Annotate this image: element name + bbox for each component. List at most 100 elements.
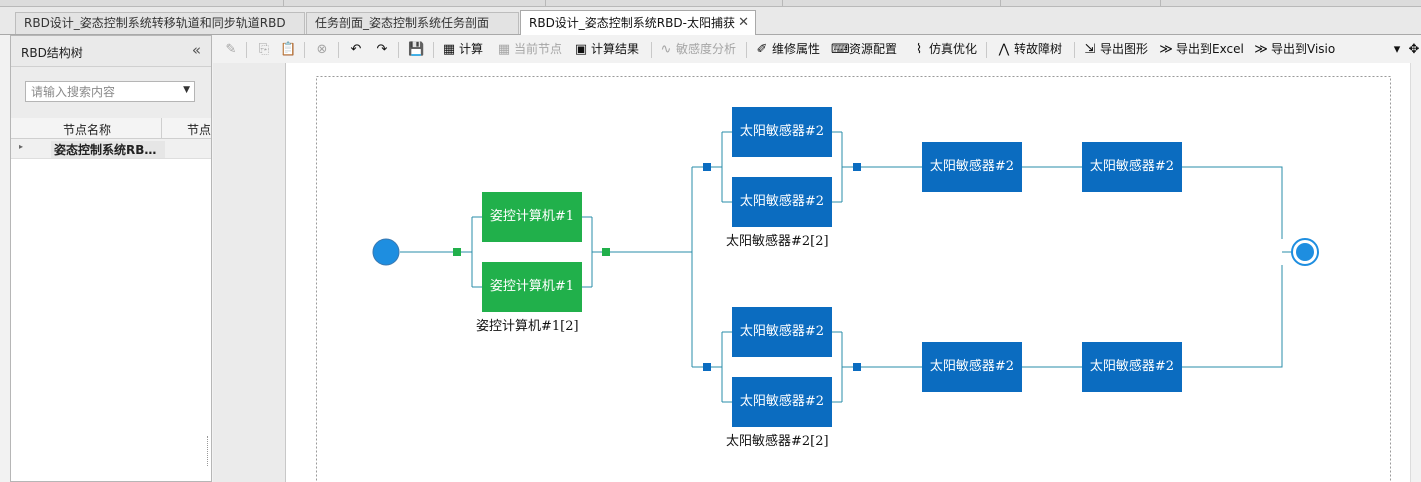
export-image-icon: ⇲ (1084, 42, 1096, 57)
redo-button[interactable]: ↷ (374, 40, 392, 58)
tab-label: RBD设计_姿态控制系统转移轨道和同步轨道RBD (24, 16, 286, 30)
search-area: ▼ (11, 67, 211, 119)
search-combobox[interactable]: ▼ (25, 81, 195, 102)
toolbar-separator (986, 42, 987, 58)
junction-node[interactable] (453, 248, 461, 256)
settings-button[interactable]: ✥ (1406, 40, 1421, 58)
undo-icon: ↶ (350, 42, 362, 57)
panel-header: RBD结构树 « (11, 36, 211, 67)
block-sun-sensor-lower-a[interactable]: 太阳敏感器#2 (732, 307, 832, 357)
strip-divider (1160, 0, 1161, 6)
column-header-node[interactable]: 节点 (187, 123, 212, 137)
connector-line (721, 331, 732, 403)
edit-button[interactable]: ✎ (223, 40, 241, 58)
toolbar-separator (398, 42, 399, 58)
rbd-canvas[interactable]: 姿控计算机#1 姿控计算机#1 姿控计算机#1[2] 太阳敏感器#2 太阳敏感器… (285, 63, 1410, 482)
sensitivity-icon: ∿ (660, 42, 672, 57)
block-attitude-computer-1[interactable]: 姿控计算机#1 (482, 192, 582, 242)
convert-fault-tree-button[interactable]: ⋀转故障树 (996, 40, 1062, 58)
button-label: 仿真优化 (929, 42, 978, 56)
calculator-icon: ▦ (442, 42, 456, 57)
group-label-sun-sensor-lower: 太阳敏感器#2[2] (726, 434, 829, 449)
result-icon: ▣ (574, 42, 588, 57)
tree-row[interactable]: ▸ 姿态控制系统RB… (11, 139, 211, 159)
block-sun-sensor-lower-series-2[interactable]: 太阳敏感器#2 (1082, 342, 1182, 392)
connector-line (471, 216, 482, 288)
tab-mission-profile[interactable]: 任务剖面_姿态控制系统任务剖面 (306, 12, 519, 34)
toolbar-separator (304, 42, 305, 58)
undo-button[interactable]: ↶ (348, 40, 366, 58)
junction-node[interactable] (703, 163, 711, 171)
junction-node[interactable] (703, 363, 711, 371)
button-label: 导出到Visio (1271, 42, 1336, 56)
block-sun-sensor-lower-b[interactable]: 太阳敏感器#2 (732, 377, 832, 427)
current-node-button[interactable]: ▦当前节点 (496, 40, 562, 58)
copy-button[interactable]: ⎘ (256, 40, 274, 58)
tab-rbd-sun-capture[interactable]: RBD设计_姿态控制系统RBD-太阳捕获 ✕ (520, 10, 756, 35)
redo-icon: ↷ (376, 42, 388, 57)
button-label: 当前节点 (514, 42, 563, 56)
column-header-node-name[interactable]: 节点名称 (63, 123, 112, 137)
block-sun-sensor-upper-a[interactable]: 太阳敏感器#2 (732, 107, 832, 157)
junction-node[interactable] (853, 363, 861, 371)
connector-line (721, 131, 732, 203)
toolbar-separator (746, 42, 747, 58)
connector-layer (316, 76, 1391, 482)
tab-label: 任务剖面_姿态控制系统任务剖面 (315, 16, 490, 30)
button-label: 计算结果 (591, 42, 640, 56)
chevron-down-icon[interactable]: ▼ (183, 85, 190, 95)
block-sun-sensor-upper-series-1[interactable]: 太阳敏感器#2 (922, 142, 1022, 192)
button-label: 导出图形 (1100, 42, 1149, 56)
start-node[interactable] (372, 238, 400, 266)
delete-button[interactable]: ⊗ (314, 40, 332, 58)
close-icon[interactable]: ✕ (738, 15, 749, 30)
junction-node[interactable] (853, 163, 861, 171)
collapse-panel-icon[interactable]: « (191, 41, 201, 59)
export-visio-button[interactable]: ≫导出到Visio (1253, 40, 1335, 58)
toolbar-overflow-button[interactable]: ▾ (1389, 40, 1407, 58)
strip-divider (1000, 0, 1001, 6)
button-label: 资源配置 (849, 42, 898, 56)
export-excel-button[interactable]: ≫导出到Excel (1158, 40, 1244, 58)
tab-rbd-transfer-orbit[interactable]: RBD设计_姿态控制系统转移轨道和同步轨道RBD (15, 12, 305, 34)
button-label: 维修属性 (772, 42, 821, 56)
toolbar-separator (433, 42, 434, 58)
current-node-icon: ▦ (497, 42, 511, 57)
block-sun-sensor-lower-series-1[interactable]: 太阳敏感器#2 (922, 342, 1022, 392)
block-attitude-computer-2[interactable]: 姿控计算机#1 (482, 262, 582, 312)
toolbar-separator (651, 42, 652, 58)
expand-icon[interactable]: ▸ (19, 142, 24, 151)
connector-line (582, 216, 593, 288)
vertical-scrollbar[interactable] (1410, 63, 1421, 482)
save-icon: 💾 (408, 42, 425, 57)
toolbar-separator (1074, 42, 1075, 58)
save-button[interactable]: 💾 (408, 40, 426, 58)
export-image-button[interactable]: ⇲ 导出图形 (1082, 40, 1148, 58)
toolbar-separator (246, 42, 247, 58)
tree-node-name[interactable]: 姿态控制系统RB… (51, 141, 165, 158)
button-label: 导出到Excel (1176, 42, 1244, 56)
paste-icon: 📋 (280, 42, 297, 57)
connector-line (832, 331, 843, 403)
junction-node[interactable] (602, 248, 610, 256)
copy-icon: ⎘ (258, 42, 270, 57)
block-sun-sensor-upper-series-2[interactable]: 太阳敏感器#2 (1082, 142, 1182, 192)
excel-icon: ≫ (1159, 42, 1173, 57)
calculate-button[interactable]: ▦计算 (441, 40, 483, 58)
pencil-icon: ✎ (225, 42, 237, 57)
strip-divider (545, 0, 546, 6)
maintenance-attributes-button[interactable]: ✐维修属性 (754, 40, 820, 58)
connector-line (842, 265, 1283, 368)
chart-icon: ⌇ (915, 42, 923, 57)
sensitivity-analysis-button[interactable]: ∿敏感度分析 (658, 40, 736, 58)
rbd-structure-tree-panel: RBD结构树 « ▼ 节点名称 节点 ▸ 姿态控制系统RB… (10, 35, 212, 482)
simulation-optimize-button[interactable]: ⌇ 仿真优化 (911, 40, 977, 58)
block-sun-sensor-upper-b[interactable]: 太阳敏感器#2 (732, 177, 832, 227)
calc-result-button[interactable]: ▣计算结果 (573, 40, 639, 58)
search-input[interactable] (29, 82, 183, 102)
column-divider[interactable] (161, 118, 162, 138)
tree-icon: ⋀ (998, 42, 1010, 57)
resize-grip[interactable] (207, 436, 211, 466)
paste-button[interactable]: 📋 (280, 40, 298, 58)
resource-config-button[interactable]: ⌨资源配置 (831, 40, 897, 58)
